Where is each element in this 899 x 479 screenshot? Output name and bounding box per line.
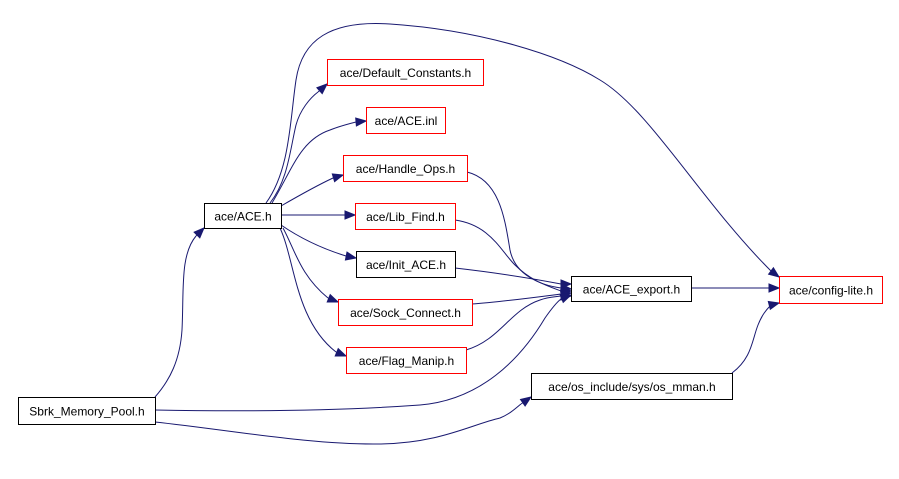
- edge-line-end: [327, 297, 339, 303]
- edge-line: [471, 293, 562, 305]
- node-box[interactable]: [356, 251, 456, 278]
- edge-line: [731, 304, 772, 374]
- edge-line-end: [332, 174, 344, 179]
- node-label: ace/Init_ACE.h: [366, 258, 446, 272]
- edge-line-end: [770, 302, 780, 306]
- edge-handle_ops-to-ace_export: [466, 171, 573, 293]
- node-label: ace/Lib_Find.h: [366, 210, 445, 224]
- edge-init_ace-to-ace_export: [454, 267, 573, 289]
- edge-line: [154, 235, 197, 398]
- edge-line: [154, 403, 522, 445]
- edge-ace_h-to-lib_find: [281, 210, 357, 220]
- edge-ace_h-to-default_constants: [269, 83, 329, 204]
- node-label: ace/os_include/sys/os_mman.h: [548, 380, 715, 394]
- node-box[interactable]: [338, 299, 473, 326]
- edges-layer: [154, 22, 781, 445]
- nodes-layer: Sbrk_Memory_Pool.h ace/ACE.h ace/Default_C…: [18, 59, 883, 425]
- node-box[interactable]: [779, 276, 883, 304]
- node-root[interactable]: Sbrk_Memory_Pool.h: [18, 397, 156, 425]
- edge-root-to-os_mman: [154, 396, 533, 445]
- edge-line-end: [345, 255, 357, 259]
- node-label: ace/Sock_Connect.h: [350, 306, 461, 320]
- edge-line-end: [355, 120, 367, 123]
- edge-ace_h-to-ace_inl: [271, 117, 368, 204]
- edge-line-end: [770, 270, 780, 278]
- node-box[interactable]: [355, 203, 456, 230]
- edge-line: [154, 298, 562, 412]
- node-label: ace/ACE.inl: [375, 114, 438, 128]
- node-ace-export[interactable]: ace/ACE_export.h: [571, 276, 692, 302]
- edge-lib_find-to-ace_export: [454, 219, 573, 296]
- edge-ace_h-to-flag_manip: [279, 227, 348, 357]
- edge-line-end: [520, 396, 532, 405]
- edge-flag_manip-to-ace_export: [465, 291, 573, 351]
- node-label: ace/ACE_export.h: [583, 283, 680, 297]
- node-box[interactable]: [204, 203, 282, 229]
- node-label: Sbrk_Memory_Pool.h: [29, 405, 144, 419]
- edge-line: [465, 295, 562, 351]
- node-box[interactable]: [327, 59, 484, 86]
- edge-line: [454, 219, 562, 292]
- node-ace-inl[interactable]: ace/ACE.inl: [366, 107, 446, 134]
- node-init-ace[interactable]: ace/Init_ACE.h: [356, 251, 456, 278]
- arrowhead-icon: [767, 300, 781, 311]
- edge-line: [282, 227, 329, 299]
- node-box[interactable]: [346, 347, 467, 374]
- edge-line: [279, 227, 337, 353]
- node-default-constants[interactable]: ace/Default_Constants.h: [327, 59, 484, 86]
- node-ace-h[interactable]: ace/ACE.h: [204, 203, 282, 229]
- node-box[interactable]: [571, 276, 692, 302]
- node-sock-connect[interactable]: ace/Sock_Connect.h: [338, 299, 473, 326]
- edge-ace_export-to-config_lite: [691, 283, 781, 293]
- edge-line-end: [317, 83, 328, 93]
- node-label: ace/Handle_Ops.h: [356, 162, 455, 176]
- node-box[interactable]: [343, 155, 468, 182]
- node-box[interactable]: [531, 373, 733, 400]
- edge-line: [271, 121, 357, 204]
- node-label: ace/Default_Constants.h: [340, 66, 471, 80]
- edge-ace_h-to-handle_ops: [280, 173, 345, 207]
- edge-line: [454, 267, 562, 285]
- node-label: ace/Flag_Manip.h: [359, 354, 454, 368]
- edge-line: [265, 22, 772, 272]
- edge-line-end: [195, 227, 205, 237]
- node-handle-ops[interactable]: ace/Handle_Ops.h: [343, 155, 468, 182]
- node-lib-find[interactable]: ace/Lib_Find.h: [355, 203, 456, 230]
- node-label: ace/ACE.h: [214, 210, 271, 224]
- edge-root-to-ace_h: [154, 227, 205, 398]
- node-box[interactable]: [18, 397, 156, 425]
- edge-ace_h-to-config_lite: [265, 22, 781, 278]
- edge-line: [280, 177, 334, 207]
- edge-ace_h-to-init_ace: [280, 224, 358, 261]
- edge-line: [269, 91, 319, 204]
- node-config-lite[interactable]: ace/config-lite.h: [779, 276, 883, 304]
- edge-os_mman-to-config_lite: [731, 300, 781, 374]
- node-label: ace/config-lite.h: [789, 284, 873, 298]
- edge-line: [280, 224, 347, 257]
- edge-line-end: [335, 351, 347, 357]
- edge-ace_h-to-sock_connect: [282, 227, 340, 303]
- node-box[interactable]: [366, 107, 446, 134]
- node-os-mman[interactable]: ace/os_include/sys/os_mman.h: [531, 373, 733, 400]
- node-flag-manip[interactable]: ace/Flag_Manip.h: [346, 347, 467, 374]
